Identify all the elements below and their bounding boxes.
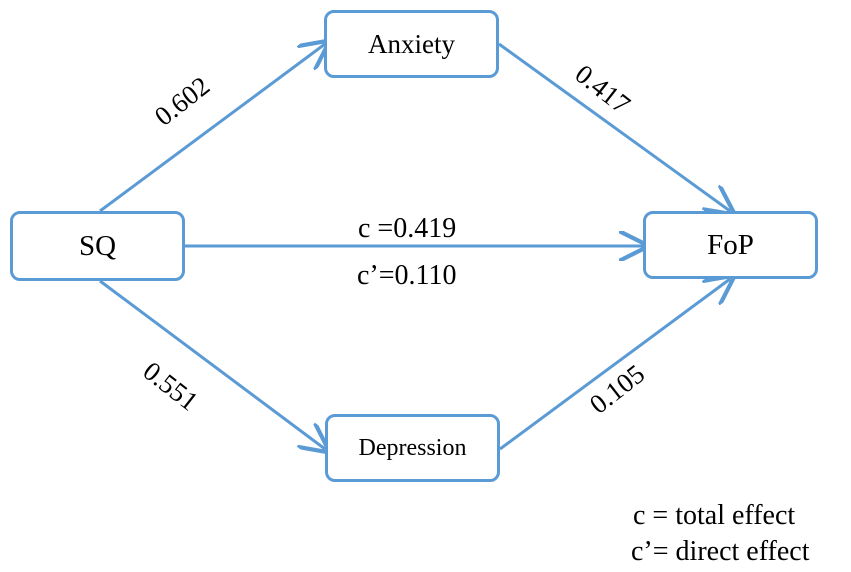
arrow-sq-to-depression — [99, 279, 325, 449]
arrow-depression-to-fop — [499, 279, 730, 451]
legend-total-effect: c = total effect — [633, 500, 796, 531]
arrow-sq-to-anxiety — [99, 44, 325, 213]
node-sq-label: SQ — [78, 229, 117, 262]
path-label-total-effect: c =0.419 — [358, 213, 457, 244]
node-anxiety-label: Anxiety — [368, 28, 455, 59]
node-depression-label: Depression — [358, 434, 467, 461]
node-fop: FoP — [643, 211, 818, 279]
node-fop-label: FoP — [707, 228, 754, 261]
path-label-direct-effect: c’=0.110 — [357, 260, 457, 291]
node-anxiety: Anxiety — [324, 10, 499, 78]
node-sq: SQ — [10, 211, 185, 281]
node-depression: Depression — [325, 414, 500, 482]
arrow-anxiety-to-fop — [498, 42, 730, 211]
legend-direct-effect: c’= direct effect — [631, 536, 810, 567]
